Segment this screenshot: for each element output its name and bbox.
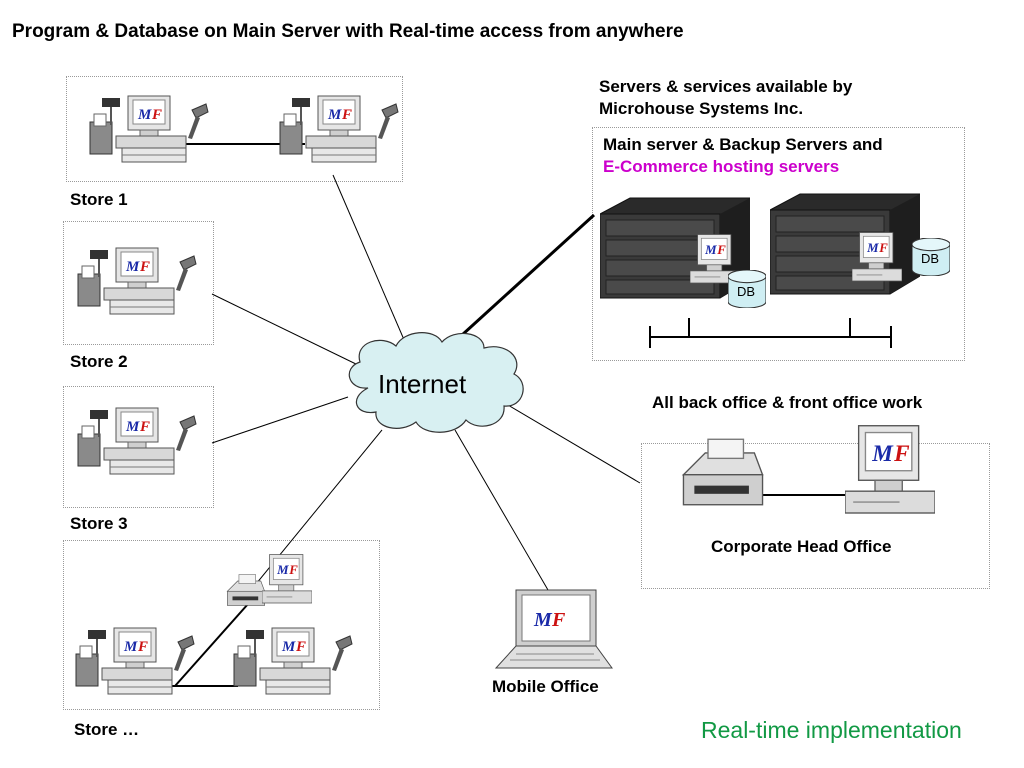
- store-3-terminal: [77, 407, 197, 475]
- footer-label: Real-time implementation: [701, 717, 962, 743]
- mobile-office-label: Mobile Office: [492, 677, 599, 696]
- store-4-terminal-a: [75, 627, 195, 695]
- internet-cloud-icon: [348, 332, 524, 433]
- line-mobile-internet: [454, 429, 549, 591]
- server-2-pc-icon: [852, 232, 902, 282]
- store-1-box: [66, 76, 403, 182]
- head-office-box: [641, 443, 990, 589]
- store-4-label: Store …: [74, 720, 140, 739]
- mobile-laptop-icon: M F: [494, 589, 613, 669]
- back-office-label: All back office & front office work: [652, 393, 923, 412]
- page-title: Program & Database on Main Server with R…: [12, 21, 684, 42]
- store-1-label: Store 1: [70, 190, 128, 209]
- store-3-box: [63, 386, 214, 508]
- db-1-label: DB: [737, 284, 756, 299]
- head-office-printer-icon: [682, 438, 764, 506]
- head-office-label: Corporate Head Office: [711, 537, 892, 556]
- store-4-terminal-b: [233, 627, 353, 695]
- store-1-terminal-b: [279, 95, 399, 163]
- store-1-terminal-a: [89, 95, 209, 163]
- line-servers-internet: [460, 213, 596, 337]
- head-office-pc-icon: [845, 425, 935, 514]
- line-store1-internet: [332, 174, 406, 343]
- line-store3-internet: [211, 396, 349, 444]
- svg-text:M: M: [533, 609, 553, 631]
- servers-box-line2: E-Commerce hosting servers: [603, 157, 840, 176]
- store-3-label: Store 3: [70, 514, 128, 533]
- internet-label: Internet: [378, 369, 467, 399]
- db-2-label: DB: [921, 251, 940, 266]
- servers-heading-line1: Servers & services available by: [599, 77, 853, 96]
- svg-text:F: F: [551, 609, 566, 631]
- store-4-box: [63, 540, 380, 710]
- line-store4-link-b: [174, 603, 249, 687]
- line-headoffice-internet: [507, 404, 641, 484]
- line-store2-internet: [211, 293, 359, 366]
- store-2-label: Store 2: [70, 352, 128, 371]
- store-2-terminal: [77, 247, 197, 315]
- servers-box: [592, 127, 965, 361]
- servers-heading-line2: Microhouse Systems Inc.: [599, 99, 804, 118]
- store-4-office-pc: [262, 554, 312, 604]
- store-2-box: [63, 221, 214, 345]
- servers-box-line1: Main server & Backup Servers and: [603, 135, 883, 154]
